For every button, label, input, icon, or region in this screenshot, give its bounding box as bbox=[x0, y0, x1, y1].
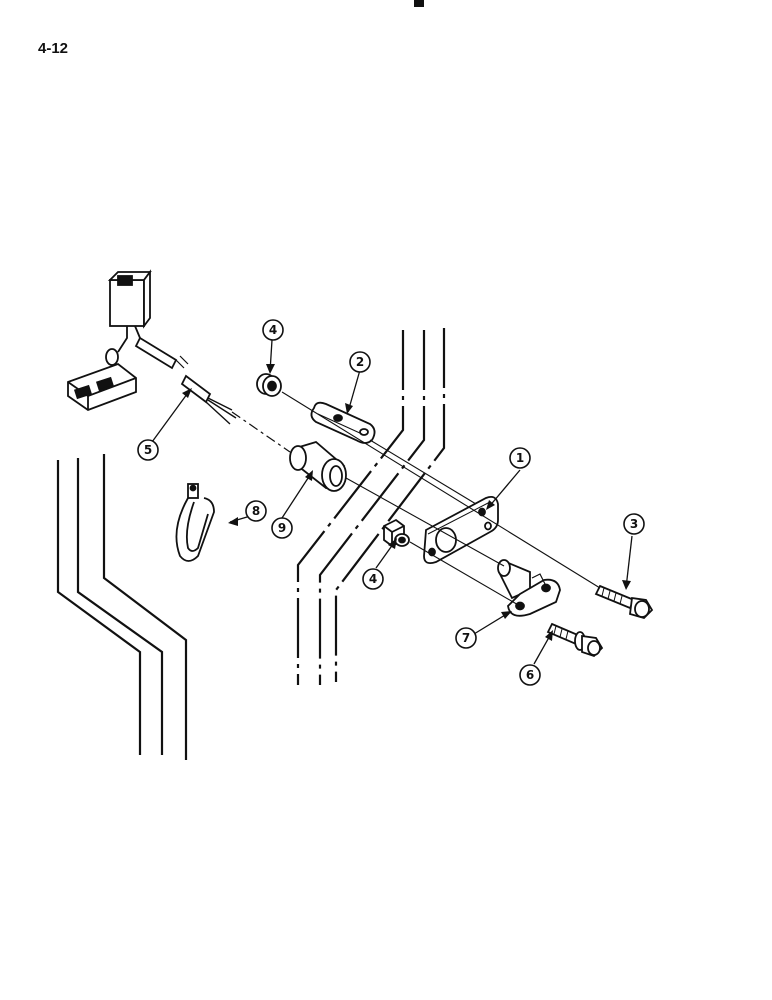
svg-text:2: 2 bbox=[356, 355, 364, 369]
svg-text:3: 3 bbox=[630, 517, 638, 531]
wire-ends bbox=[205, 397, 237, 425]
leader-lines bbox=[151, 339, 633, 665]
callout-8: 8 bbox=[245, 500, 267, 522]
left-frame-outline bbox=[56, 454, 188, 760]
svg-text:5: 5 bbox=[144, 443, 152, 457]
callout-3: 3 bbox=[623, 513, 645, 535]
center-frame-outline bbox=[296, 328, 446, 685]
cropped-title-fragment bbox=[414, 0, 424, 7]
callout-5: 5 bbox=[137, 439, 159, 461]
svg-text:4: 4 bbox=[269, 323, 277, 337]
nut-upper bbox=[256, 373, 282, 397]
svg-text:7: 7 bbox=[462, 631, 470, 645]
bolt-short bbox=[546, 622, 604, 658]
callout-6: 6 bbox=[519, 664, 541, 686]
upper-connector-body bbox=[109, 279, 145, 327]
callout-9: 9 bbox=[271, 517, 293, 539]
mounting-plate bbox=[423, 495, 499, 565]
bolt-long bbox=[594, 584, 654, 620]
clip-bracket bbox=[310, 401, 376, 444]
plunger-switch bbox=[497, 559, 561, 617]
page-number: 4-12 bbox=[38, 40, 69, 57]
callout-1: 1 bbox=[509, 447, 531, 469]
svg-text:4: 4 bbox=[369, 572, 377, 586]
connector-assembly bbox=[67, 269, 291, 453]
svg-text:6: 6 bbox=[526, 668, 534, 682]
nut-lower bbox=[383, 518, 410, 548]
svg-text:1: 1 bbox=[516, 451, 524, 465]
callout-4-upper: 4 bbox=[262, 319, 284, 341]
callout-4-lower: 4 bbox=[362, 568, 384, 590]
callout-7: 7 bbox=[455, 627, 477, 649]
svg-text:8: 8 bbox=[252, 504, 260, 518]
leader-arrowheads bbox=[182, 364, 631, 641]
callout-2: 2 bbox=[349, 351, 371, 373]
harness-sleeve bbox=[134, 336, 178, 370]
cable-strap bbox=[175, 483, 215, 562]
assembly-centerlines bbox=[281, 391, 601, 607]
bushing bbox=[289, 440, 347, 492]
svg-text:9: 9 bbox=[278, 521, 286, 535]
